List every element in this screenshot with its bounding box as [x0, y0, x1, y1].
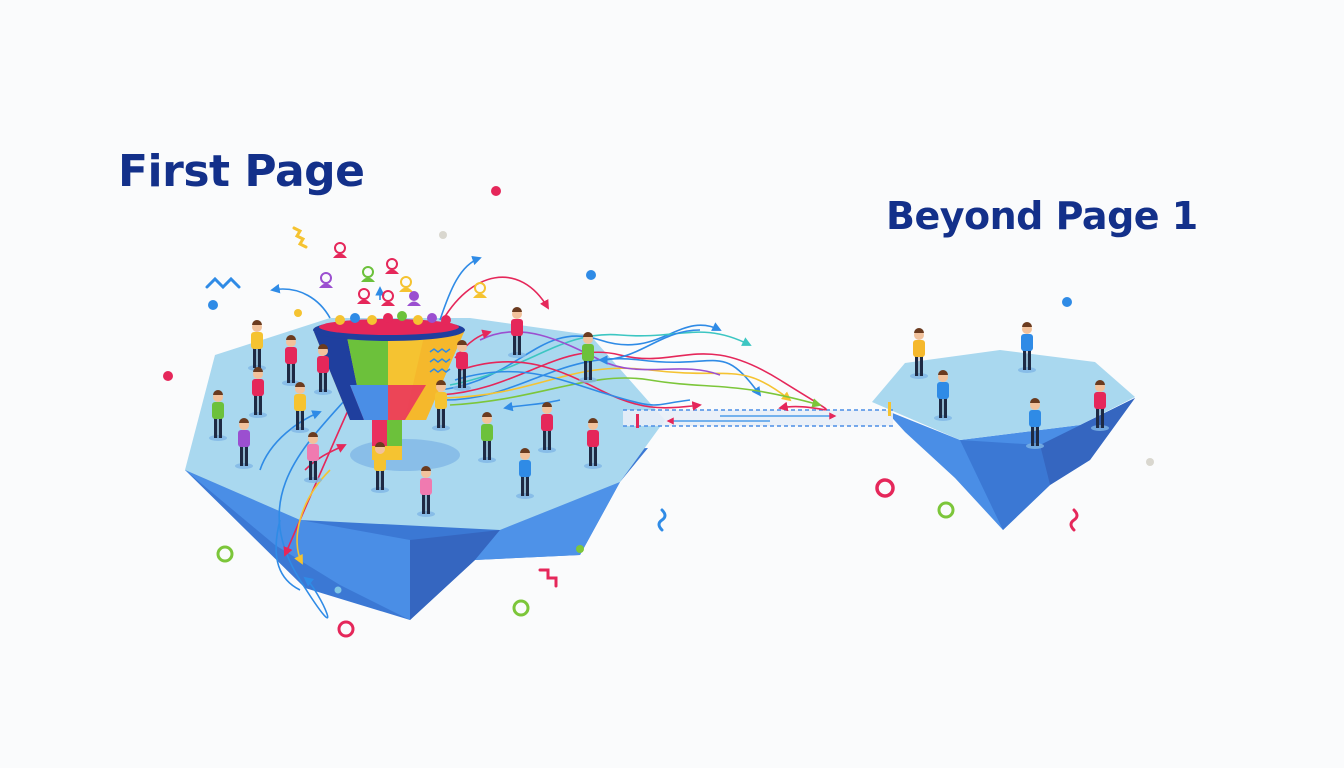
beyond-page-label: Beyond Page 1 — [886, 194, 1198, 238]
first-page-island — [185, 318, 665, 620]
traffic-bridge — [623, 402, 893, 428]
confetti-decorations — [163, 186, 1154, 638]
first-page-label: First Page — [118, 146, 365, 197]
floating-user-icons — [319, 242, 487, 306]
funnel-user-icons — [335, 311, 451, 325]
